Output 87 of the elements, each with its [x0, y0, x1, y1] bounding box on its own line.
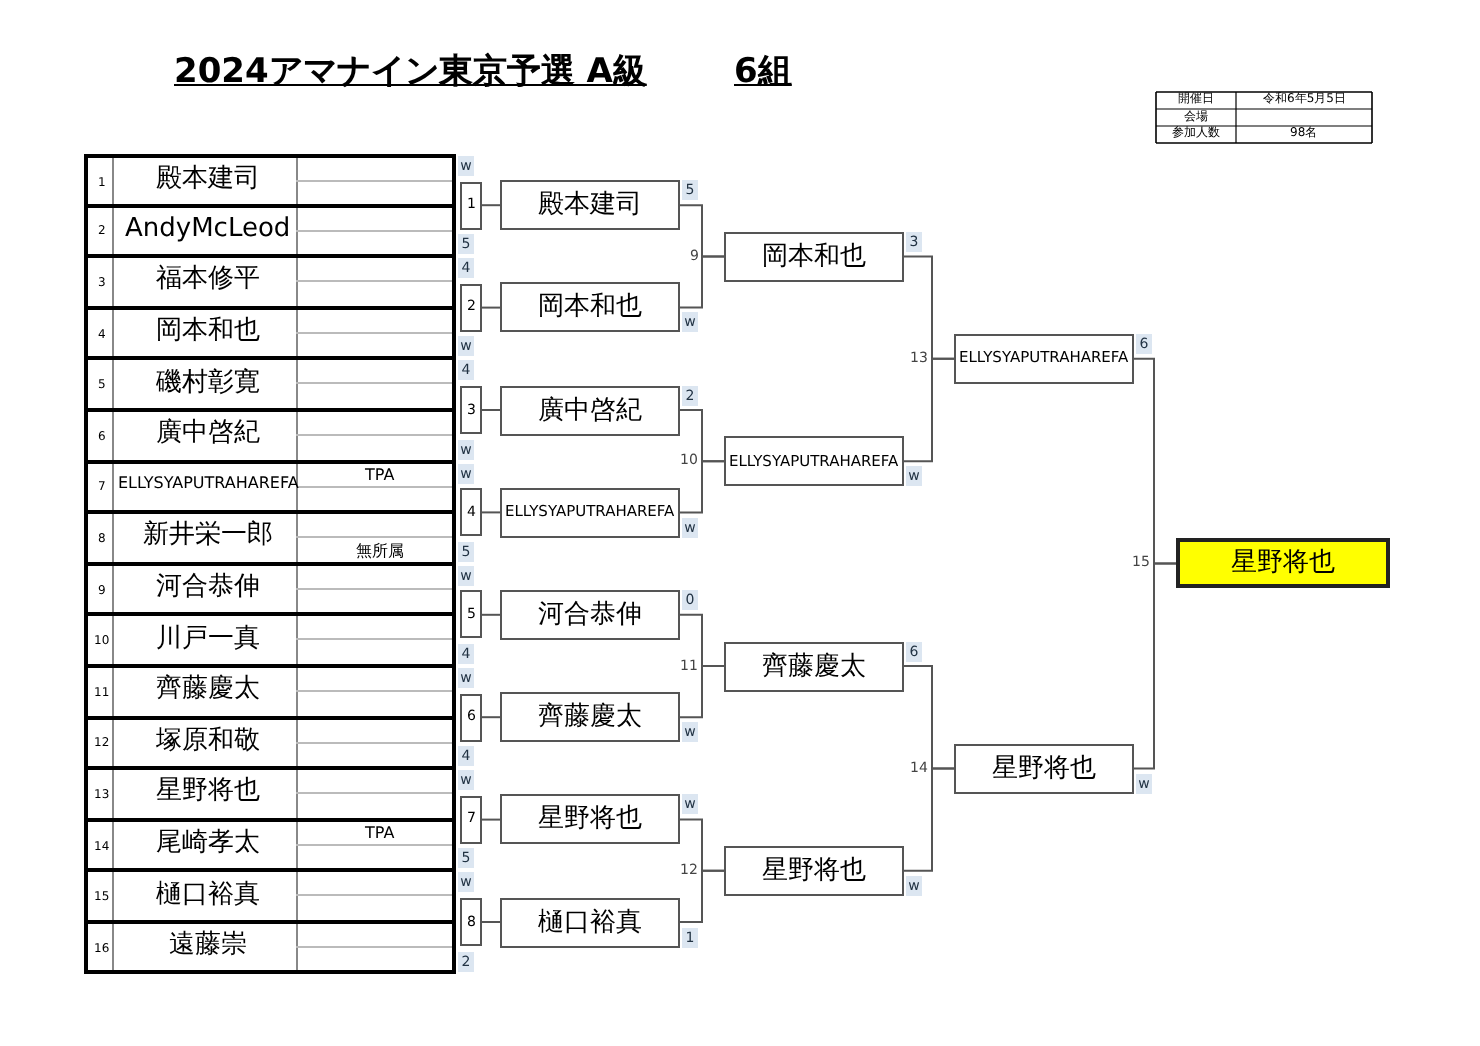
player-name: 遠藤崇	[169, 932, 247, 959]
group-label: 6組	[734, 55, 792, 89]
player-name: 星野将也	[1231, 550, 1335, 577]
bracket-line	[903, 767, 955, 872]
player-row	[84, 922, 456, 974]
player-name: 岡本和也	[156, 318, 260, 345]
bracket-line	[481, 921, 501, 923]
player-name: 河合恭伸	[156, 574, 260, 601]
bracket-line	[679, 460, 725, 514]
name-box	[500, 794, 680, 845]
player-name: 星野将也	[538, 806, 642, 833]
player-name: 樋口裕真	[538, 909, 642, 935]
player-name: 廣中啓紀	[156, 420, 260, 447]
player-name: 星野将也	[156, 778, 260, 805]
player-name: 殿本建司	[156, 166, 260, 193]
bracket-line	[481, 716, 501, 719]
player-row	[84, 307, 456, 359]
bracket-line	[679, 665, 725, 719]
club-name: 無所属	[356, 544, 404, 561]
bracket-line	[679, 869, 725, 923]
bracket-line	[481, 409, 501, 411]
match-box	[460, 590, 482, 639]
player-name: 新井栄一郎	[143, 522, 273, 549]
name-box	[724, 436, 904, 487]
match-box	[460, 898, 482, 946]
player-name: 河合恭伸	[538, 601, 642, 628]
player-name: 樋口裕真	[156, 881, 260, 908]
player-name: 岡本和也	[538, 294, 642, 321]
bracket-line	[481, 306, 501, 309]
player-name: 廣中啓紀	[538, 397, 642, 423]
player-row	[84, 461, 456, 513]
player-name: 星野将也	[992, 755, 1096, 782]
bracket-line	[481, 204, 501, 207]
match-box	[460, 386, 482, 434]
club-name: TPA	[365, 467, 395, 484]
player-row	[84, 358, 456, 410]
name-box	[954, 743, 1134, 794]
bracket-line	[679, 255, 725, 309]
bracket-line	[481, 818, 501, 821]
name-box	[724, 641, 904, 691]
bracket-line	[481, 511, 501, 514]
name-box	[500, 180, 680, 231]
player-row	[84, 870, 456, 922]
player-name: 尾崎孝太	[156, 830, 260, 857]
player-row	[84, 205, 456, 257]
player-name: 磯村彰寛	[156, 369, 260, 396]
player-name: AndyMcLeod	[125, 215, 291, 242]
name-box	[724, 231, 904, 282]
name-box	[500, 282, 680, 333]
name-box	[724, 845, 904, 896]
player-name: 殿本建司	[538, 192, 642, 219]
name-box	[500, 487, 680, 538]
player-name: 福本修平	[156, 266, 260, 293]
name-box	[500, 385, 680, 435]
player-name: 齊藤慶太	[156, 676, 260, 703]
match-box	[460, 283, 482, 332]
bracket-line	[1133, 562, 1177, 770]
name-box	[500, 897, 680, 947]
player-row	[84, 666, 456, 718]
player-row	[84, 563, 456, 615]
name-box	[954, 333, 1134, 384]
player-row	[84, 154, 456, 206]
player-name: ELLYSYAPUTRAHAREFA	[118, 476, 299, 493]
player-name: 岡本和也	[762, 243, 866, 270]
player-row	[84, 256, 456, 308]
player-name: 星野将也	[762, 857, 866, 884]
match-box	[460, 488, 482, 537]
match-box	[460, 795, 482, 844]
player-row	[84, 717, 456, 769]
player-row	[84, 768, 456, 820]
name-box	[500, 589, 680, 640]
player-row	[84, 819, 456, 871]
player-name: 川戸一真	[156, 625, 260, 652]
club-name: TPA	[365, 826, 395, 843]
player-name: 齊藤慶太	[538, 704, 642, 731]
match-box	[460, 181, 482, 230]
bracket-line	[481, 613, 501, 616]
match-box	[460, 693, 482, 742]
player-name: 塚原和敬	[156, 727, 260, 754]
name-box	[500, 692, 680, 743]
title: 2024アマナイン東京予選 A級	[174, 55, 647, 89]
bracket-line	[903, 357, 955, 463]
champion-box	[1176, 538, 1390, 589]
player-row	[84, 512, 456, 564]
player-name: 齊藤慶太	[762, 653, 866, 679]
player-row	[84, 614, 456, 666]
player-row	[84, 410, 456, 462]
